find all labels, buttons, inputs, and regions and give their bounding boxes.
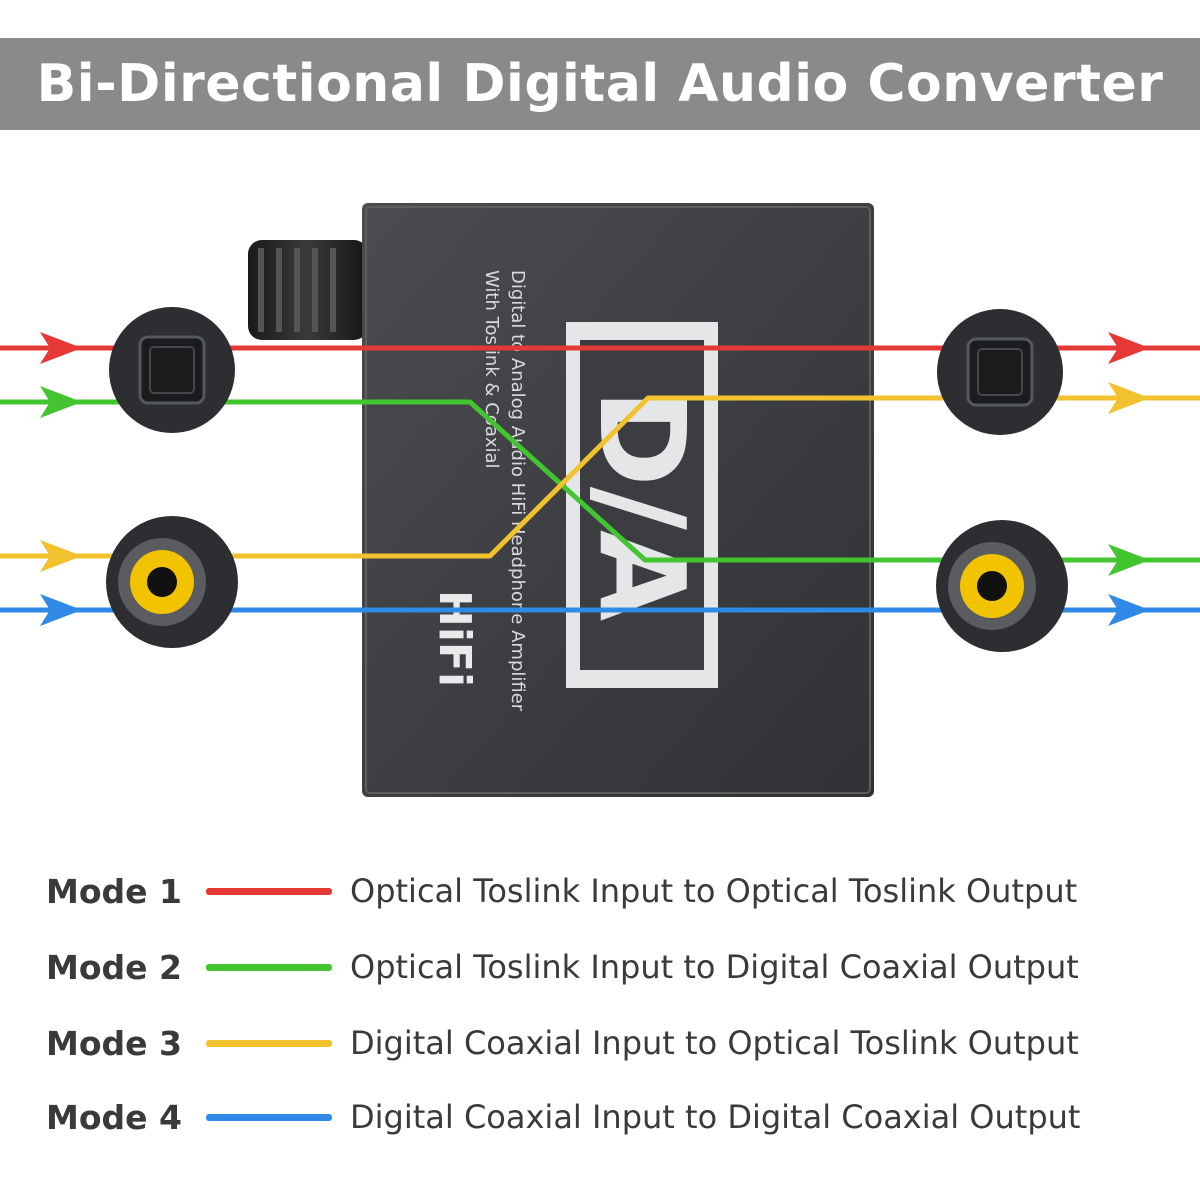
mode-description: Digital Coaxial Input to Optical Toslink…	[350, 1024, 1079, 1062]
page-title: Bi-Directional Digital Audio Converter	[36, 54, 1164, 114]
legend-row-mode1: Mode 1 Optical Toslink Input to Optical …	[46, 866, 1077, 916]
converter-diagram: D/A Digital to Analog Audio HiFi Headpho…	[0, 203, 1200, 797]
mode-description: Optical Toslink Input to Digital Coaxial…	[350, 948, 1079, 986]
mode4-input-arrow	[40, 594, 82, 626]
mode2-color-line	[206, 963, 332, 971]
device-label-line2: With Toslink & Coaxial	[481, 270, 502, 469]
mode2-input-arrow	[40, 386, 82, 418]
mode1-color-line	[206, 887, 332, 895]
legend-row-mode3: Mode 3 Digital Coaxial Input to Optical …	[46, 1018, 1079, 1068]
mode3-path	[0, 395, 1200, 559]
mode-label: Mode 2	[46, 947, 182, 987]
mode-description: Optical Toslink Input to Optical Toslink…	[350, 872, 1078, 910]
optical-output-port	[937, 309, 1063, 435]
mode-description: Digital Coaxial Input to Digital Coaxial…	[350, 1098, 1081, 1136]
mode3-output-arrow	[1108, 382, 1150, 414]
mode2-path	[0, 399, 1200, 563]
mode-label: Mode 4	[46, 1097, 182, 1137]
title-bar: Bi-Directional Digital Audio Converter	[0, 38, 1200, 130]
logo-text: D/A	[573, 389, 711, 621]
coaxial-output-port	[936, 520, 1068, 652]
mode-label: Mode 1	[46, 871, 182, 911]
mode4-output-arrow	[1108, 594, 1150, 626]
volume-knob	[248, 240, 368, 340]
mode1-input-arrow	[40, 332, 82, 364]
optical-input-port	[109, 307, 235, 433]
mode-label: Mode 3	[46, 1023, 182, 1063]
arrowheads	[40, 332, 1150, 626]
mode4-color-line	[206, 1113, 332, 1121]
coaxial-input-port	[106, 516, 238, 648]
legend-row-mode4: Mode 4 Digital Coaxial Input to Digital …	[46, 1092, 1080, 1142]
mode2-output-arrow	[1108, 544, 1150, 576]
mode3-color-line	[206, 1039, 332, 1047]
mode3-input-arrow	[40, 540, 82, 572]
hifi-badge: HiFi	[429, 590, 480, 687]
device-label-line1: Digital to Analog Audio HiFi Headphone A…	[507, 270, 528, 712]
mode1-output-arrow	[1108, 332, 1150, 364]
converter-device: D/A Digital to Analog Audio HiFi Headpho…	[362, 203, 874, 797]
mode-legend: Mode 1 Optical Toslink Input to Optical …	[0, 860, 1200, 1200]
da-logo: D/A	[566, 322, 718, 688]
legend-row-mode2: Mode 2 Optical Toslink Input to Digital …	[46, 942, 1079, 992]
